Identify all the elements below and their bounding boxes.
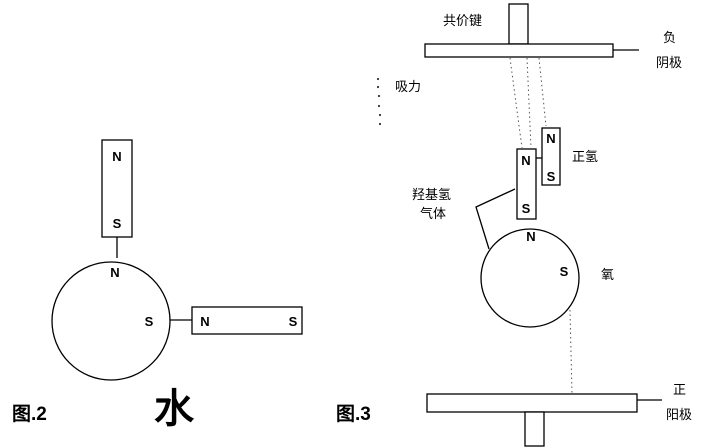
- cathode-terminal: [508, 3, 529, 45]
- atom-south-label: S: [560, 264, 569, 279]
- atom-circle: [480, 228, 580, 328]
- attraction-line-middle: [526, 57, 532, 149]
- anode-terminal: [524, 411, 545, 447]
- atom-north-label: N: [526, 229, 535, 244]
- water-title: 水: [154, 385, 195, 432]
- positive-hydrogen-magnet: N S: [541, 127, 561, 186]
- oxygen-label: 氧: [601, 268, 614, 283]
- covalent-bond-label: 共价键: [443, 14, 482, 29]
- magnet-north-label: N: [546, 131, 555, 146]
- fig2-vertical-magnet: N S: [101, 139, 133, 238]
- magnet-north-label: N: [521, 153, 530, 168]
- atom-north-label: N: [110, 265, 119, 280]
- anode-electrode: [426, 393, 662, 447]
- fig2-atom: N S: [51, 261, 171, 381]
- cathode-electrode: [424, 3, 639, 58]
- magnet-body: [516, 148, 537, 220]
- magnet-body: [191, 306, 303, 335]
- anode-label: 阳极: [666, 408, 692, 423]
- atom-circle: [51, 261, 171, 381]
- atom-south-label: S: [145, 314, 154, 329]
- attraction-dots: [376, 77, 382, 126]
- negative-label: 负: [663, 31, 676, 46]
- magnet-south-label: S: [522, 201, 531, 216]
- cathode-label: 阴极: [656, 56, 682, 71]
- hydroxyl-leader-line: [475, 188, 516, 250]
- magnet-body: [541, 127, 561, 186]
- magnet-south-label: S: [289, 314, 298, 329]
- positive-hydrogen-label: 正氢: [572, 150, 598, 165]
- positive-label: 正: [673, 383, 686, 398]
- hydroxyl-gas-label-line2: 气体: [420, 206, 446, 222]
- attraction-label: 吸力: [395, 80, 421, 95]
- oxygen-atom: N S: [480, 228, 580, 328]
- attraction-line-left: [509, 57, 523, 149]
- figure-2: N S N S N S 图.2 水: [12, 139, 303, 432]
- figure-3: 共价键 负 阴极 吸力 N S 正氢 N S: [336, 3, 692, 447]
- cathode-plate: [424, 43, 614, 58]
- hydroxyl-magnet: N S: [516, 148, 537, 220]
- magnet-south-label: S: [113, 216, 122, 231]
- anode-plate: [426, 393, 638, 413]
- magnet-north-label: N: [200, 314, 209, 329]
- attraction-line-anode: [569, 309, 573, 395]
- figure-3-caption: 图.3: [336, 403, 371, 425]
- fig2-horizontal-magnet: N S: [191, 306, 303, 335]
- hydroxyl-gas-label-line1: 羟基氢: [412, 188, 451, 203]
- magnet-south-label: S: [547, 169, 556, 184]
- attraction-line-right: [538, 57, 547, 127]
- figure-2-caption: 图.2: [12, 403, 47, 425]
- magnet-north-label: N: [112, 149, 121, 164]
